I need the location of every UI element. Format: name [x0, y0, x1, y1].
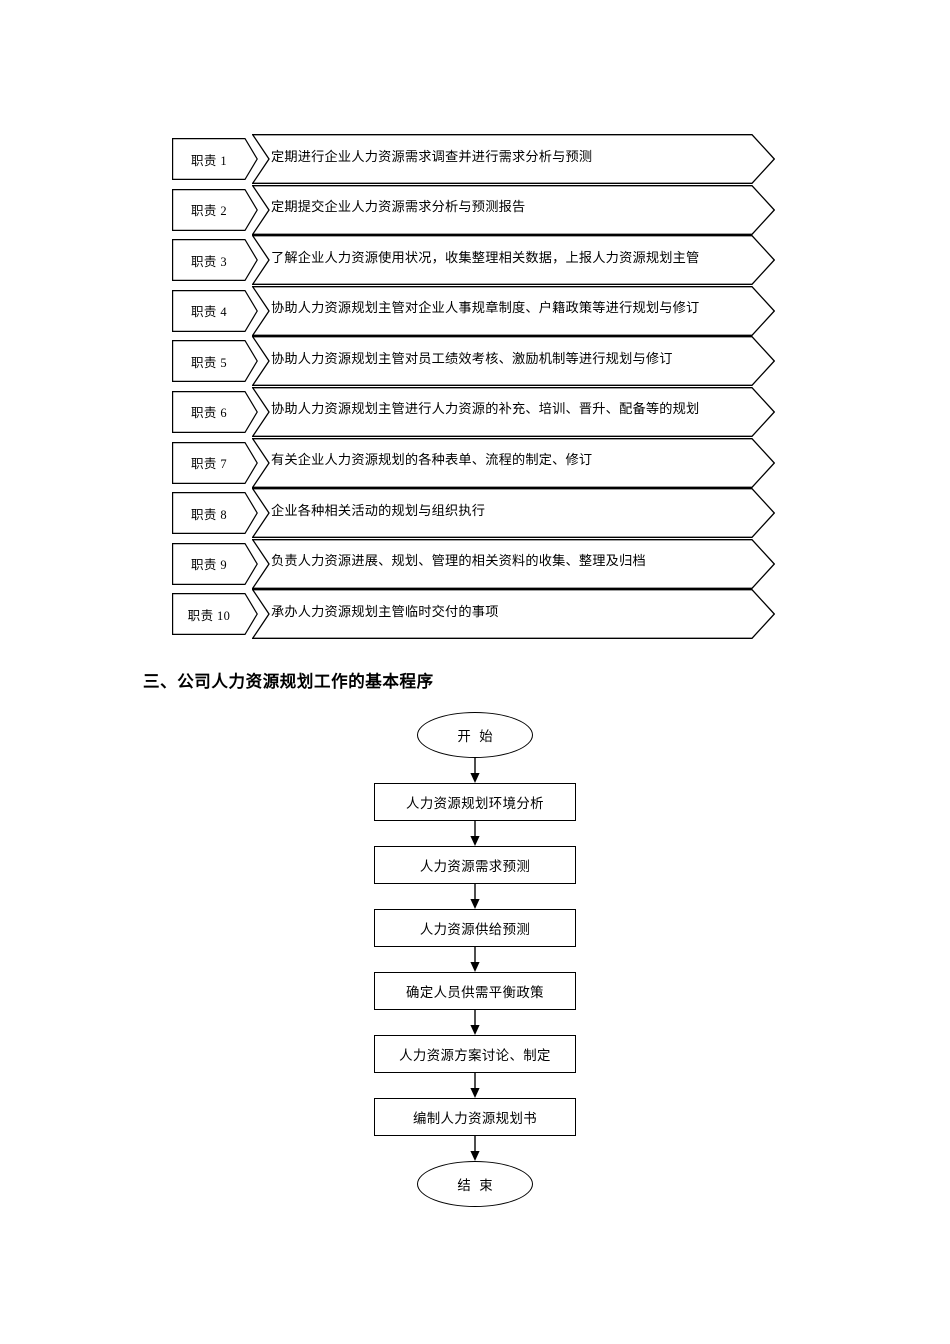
duty-banner-shape: 承办人力资源规划主管临时交付的事项 — [252, 589, 775, 640]
duty-row: 职责 8 企业各种相关活动的规划与组织执行 — [0, 488, 950, 539]
duty-row: 职责 7 有关企业人力资源规划的各种表单、流程的制定、修订 — [0, 437, 950, 488]
duty-tag-label: 职责 6 — [191, 406, 227, 421]
duties-list: 职责 1 定期进行企业人力资源需求调查并进行需求分析与预测职责 2 定期提交企业人力… — [0, 134, 950, 640]
duty-tag-shape: 职责 7 — [172, 441, 258, 484]
flow-arrow-down-icon — [468, 821, 482, 846]
duty-banner-shape: 协助人力资源规划主管对员工绩效考核、激励机制等进行规划与修订 — [252, 336, 775, 387]
flow-arrow-down-icon — [468, 1010, 482, 1035]
duty-row: 职责 4 协助人力资源规划主管对企业人事规章制度、户籍政策等进行规划与修订 — [0, 285, 950, 336]
duty-banner-shape: 负责人力资源进展、规划、管理的相关资料的收集、整理及归档 — [252, 538, 775, 589]
duty-row: 职责 5 协助人力资源规划主管对员工绩效考核、激励机制等进行规划与修订 — [0, 336, 950, 387]
duty-banner-text: 定期进行企业人力资源需求调查并进行需求分析与预测 — [271, 148, 593, 164]
duty-banner-text: 企业各种相关活动的规划与组织执行 — [271, 502, 486, 518]
duty-tag-shape: 职责 6 — [172, 390, 258, 433]
duty-banner-shape: 定期提交企业人力资源需求分析与预测报告 — [252, 184, 775, 235]
duty-tag-shape: 职责 8 — [172, 492, 258, 535]
duty-tag-shape: 职责 9 — [172, 542, 258, 585]
duty-tag-label: 职责 1 — [191, 153, 227, 168]
duty-banner-text: 了解企业人力资源使用状况，收集整理相关数据，上报人力资源规划主管 — [271, 249, 700, 265]
duty-row: 职责 10 承办人力资源规划主管临时交付的事项 — [0, 589, 950, 640]
duty-tag-shape: 职责 1 — [172, 138, 258, 180]
duty-row: 职责 2 定期提交企业人力资源需求分析与预测报告 — [0, 184, 950, 235]
duty-banner-text: 协助人力资源规划主管进行人力资源的补充、培训、晋升、配备等的规划 — [271, 401, 700, 417]
hr-planning-flowchart: 开 始人力资源规划环境分析人力资源需求预测人力资源供给预测确定人员供需平衡政策人… — [0, 712, 950, 1224]
duty-banner-shape: 协助人力资源规划主管对企业人事规章制度、户籍政策等进行规划与修订 — [252, 285, 775, 336]
duty-tag-label: 职责 10 — [187, 608, 231, 623]
flowchart-process: 人力资源规划环境分析 — [374, 783, 576, 821]
flowchart-terminator: 开 始 — [417, 712, 533, 758]
flow-arrow-down-icon — [468, 758, 482, 783]
duty-banner-text: 协助人力资源规划主管对员工绩效考核、激励机制等进行规划与修订 — [271, 350, 673, 366]
duty-tag-label: 职责 3 — [191, 254, 227, 269]
duty-banner-shape: 协助人力资源规划主管进行人力资源的补充、培训、晋升、配备等的规划 — [252, 387, 775, 437]
duty-tag-label: 职责 7 — [191, 457, 227, 472]
duty-banner-text: 有关企业人力资源规划的各种表单、流程的制定、修订 — [271, 452, 593, 468]
duty-row: 职责 9 负责人力资源进展、规划、管理的相关资料的收集、整理及归档 — [0, 538, 950, 589]
flowchart-process: 人力资源需求预测 — [374, 846, 576, 884]
duty-banner-text: 协助人力资源规划主管对企业人事规章制度、户籍政策等进行规划与修订 — [271, 300, 700, 316]
duty-tag-label: 职责 4 — [191, 305, 227, 320]
duty-tag-shape: 职责 4 — [172, 289, 258, 332]
duty-tag-label: 职责 8 — [191, 507, 227, 522]
duty-banner-shape: 了解企业人力资源使用状况，收集整理相关数据，上报人力资源规划主管 — [252, 235, 775, 286]
flowchart-process: 编制人力资源规划书 — [374, 1098, 576, 1136]
duty-tag-shape: 职责 3 — [172, 239, 258, 282]
duty-tag-label: 职责 9 — [191, 558, 227, 573]
flowchart-process: 人力资源方案讨论、制定 — [374, 1035, 576, 1073]
flowchart-process: 确定人员供需平衡政策 — [374, 972, 576, 1010]
flow-arrow-down-icon — [468, 884, 482, 909]
duty-banner-text: 定期提交企业人力资源需求分析与预测报告 — [271, 199, 526, 215]
duty-banner-shape: 定期进行企业人力资源需求调查并进行需求分析与预测 — [252, 134, 775, 184]
duty-row: 职责 3 了解企业人力资源使用状况，收集整理相关数据，上报人力资源规划主管 — [0, 235, 950, 286]
flow-arrow-down-icon — [468, 1136, 482, 1161]
duty-tag-label: 职责 2 — [191, 204, 227, 219]
flow-arrow-down-icon — [468, 1073, 482, 1098]
duty-banner-text: 负责人力资源进展、规划、管理的相关资料的收集、整理及归档 — [271, 553, 646, 569]
flowchart-terminator: 结 束 — [417, 1161, 533, 1207]
duty-tag-shape: 职责 2 — [172, 188, 258, 231]
flow-arrow-down-icon — [468, 947, 482, 972]
duty-row: 职责 6 协助人力资源规划主管进行人力资源的补充、培训、晋升、配备等的规划 — [0, 387, 950, 437]
duty-row: 职责 1 定期进行企业人力资源需求调查并进行需求分析与预测 — [0, 134, 950, 184]
flowchart-process: 人力资源供给预测 — [374, 909, 576, 947]
duty-tag-shape: 职责 5 — [172, 340, 258, 383]
duty-tag-shape: 职责 10 — [172, 593, 258, 636]
section-heading: 三、公司人力资源规划工作的基本程序 — [143, 673, 434, 691]
duty-banner-shape: 企业各种相关活动的规划与组织执行 — [252, 488, 775, 539]
duty-tag-label: 职责 5 — [191, 355, 227, 370]
duty-banner-shape: 有关企业人力资源规划的各种表单、流程的制定、修订 — [252, 437, 775, 488]
duty-banner-text: 承办人力资源规划主管临时交付的事项 — [271, 603, 499, 619]
